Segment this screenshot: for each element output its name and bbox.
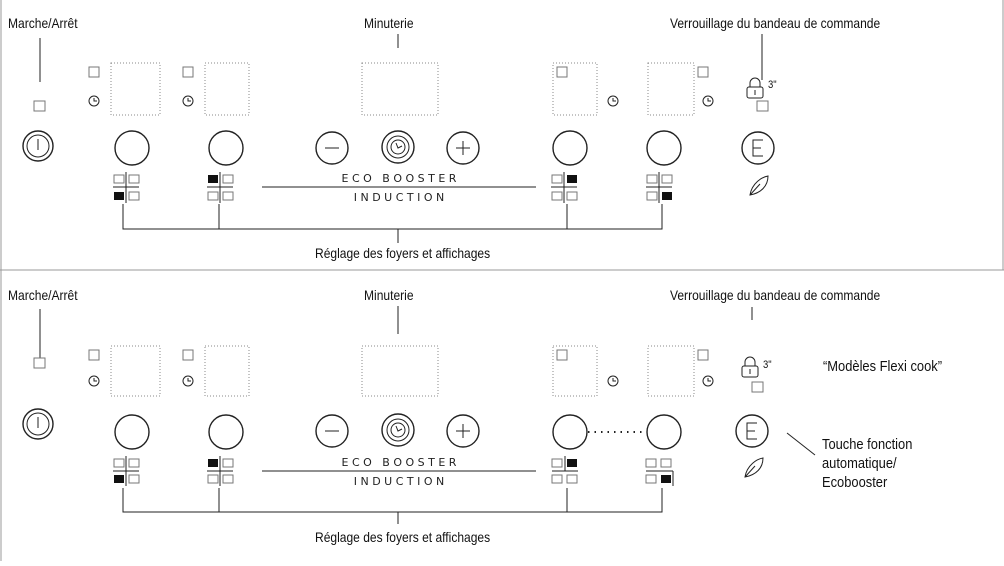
zone4-button[interactable] [646, 414, 682, 450]
zone1-indicator-square [88, 66, 100, 78]
auto-function-line1: Touche fonction [822, 436, 913, 453]
zone2-timer-clock-icon [182, 95, 194, 107]
label-power: Marche/Arrêt [8, 287, 78, 303]
power-indicator-square [33, 357, 46, 369]
timer-clock-icon [390, 422, 406, 438]
zone4-indicator-square [697, 66, 709, 78]
lock-icon [741, 356, 759, 378]
timer-display [361, 62, 439, 116]
zone2-timer-clock-icon [182, 375, 194, 387]
zone2-display [204, 345, 250, 397]
label-power: Marche/Arrêt [8, 15, 78, 31]
zone1-timer-clock-icon [88, 375, 100, 387]
flexi-zone-indicator-icon [551, 456, 674, 486]
label-timer: Minuterie [364, 15, 414, 31]
e-function-icon [752, 139, 763, 157]
zone3-indicator-square [556, 349, 568, 361]
label-zones: Réglage des foyers et affichages [315, 529, 491, 545]
zone3-button[interactable] [552, 130, 588, 166]
zone3-indicator-icon [551, 172, 578, 203]
zone1-display [110, 345, 161, 397]
zone1-indicator-icon [113, 456, 140, 486]
lock-indicator-square [756, 100, 769, 112]
power-indicator-square [33, 100, 46, 112]
zone2-button[interactable] [208, 130, 244, 166]
label-zones: Réglage des foyers et affichages [315, 245, 491, 261]
timer-clock-icon [390, 139, 406, 155]
timer-button[interactable] [381, 130, 415, 164]
lock-time: 3" [763, 359, 772, 371]
zone2-indicator-square [182, 66, 194, 78]
zone4-indicator-icon [646, 172, 673, 203]
brand-line2: I N D U C T I O N [354, 475, 445, 488]
panel-bottom: E C O B O O S T E R I N D U C T I O N [22, 306, 816, 524]
zone2-indicator-icon [207, 172, 234, 203]
power-button[interactable] [22, 408, 54, 440]
leaf-icon [749, 175, 769, 196]
e-function-button[interactable] [741, 131, 775, 165]
zone4-timer-clock-icon [702, 375, 714, 387]
zone4-button[interactable] [646, 130, 682, 166]
timer-display [361, 345, 439, 397]
brand-line2: I N D U C T I O N [354, 191, 445, 204]
zone3-timer-clock-icon [607, 375, 619, 387]
lock-icon [746, 77, 764, 99]
e-function-button[interactable] [735, 414, 769, 448]
brand-line1: E C O B O O S T E R [342, 456, 457, 469]
zone1-display [110, 62, 161, 116]
auto-function-line2: automatique/ [822, 455, 897, 472]
pointer-auto-function [786, 432, 816, 456]
zone4-indicator-square [697, 349, 709, 361]
zone4-display [647, 345, 695, 397]
zone1-timer-clock-icon [88, 95, 100, 107]
timer-plus-button[interactable] [446, 131, 480, 165]
brand-line1: E C O B O O S T E R [342, 172, 457, 185]
zone3-button[interactable] [552, 414, 588, 450]
timer-minus-button[interactable] [315, 414, 349, 448]
zone1-button[interactable] [114, 414, 150, 450]
lock-indicator-square [751, 381, 764, 393]
zone3-display [552, 345, 598, 397]
zone2-indicator-icon [207, 456, 234, 486]
zone2-button[interactable] [208, 414, 244, 450]
leaf-icon [744, 457, 764, 478]
zone2-display [204, 62, 250, 116]
zones-bracket [122, 488, 663, 524]
timer-plus-button[interactable] [446, 414, 480, 448]
zone1-indicator-square [88, 349, 100, 361]
label-timer: Minuterie [364, 287, 414, 303]
zones-bracket [122, 204, 663, 243]
e-function-icon [746, 422, 757, 440]
label-lock: Verrouillage du bandeau de commande [670, 287, 881, 303]
label-lock: Verrouillage du bandeau de commande [670, 15, 881, 31]
zone3-display [552, 62, 598, 116]
zone2-indicator-square [182, 349, 194, 361]
zone3-timer-clock-icon [607, 95, 619, 107]
timer-minus-button[interactable] [315, 131, 349, 165]
timer-button[interactable] [381, 413, 415, 447]
zone4-timer-clock-icon [702, 95, 714, 107]
auto-function-line3: Ecobooster [822, 474, 888, 491]
zone1-indicator-icon [113, 172, 140, 203]
power-button[interactable] [22, 130, 54, 162]
model-note: “Modèles Flexi cook” [823, 358, 943, 375]
zone1-button[interactable] [114, 130, 150, 166]
zone3-indicator-square [556, 66, 568, 78]
zone4-display [647, 62, 695, 116]
panel-top: E C O B O O S T E R I N D U C T I O N [22, 34, 775, 243]
lock-time: 3" [768, 79, 777, 91]
